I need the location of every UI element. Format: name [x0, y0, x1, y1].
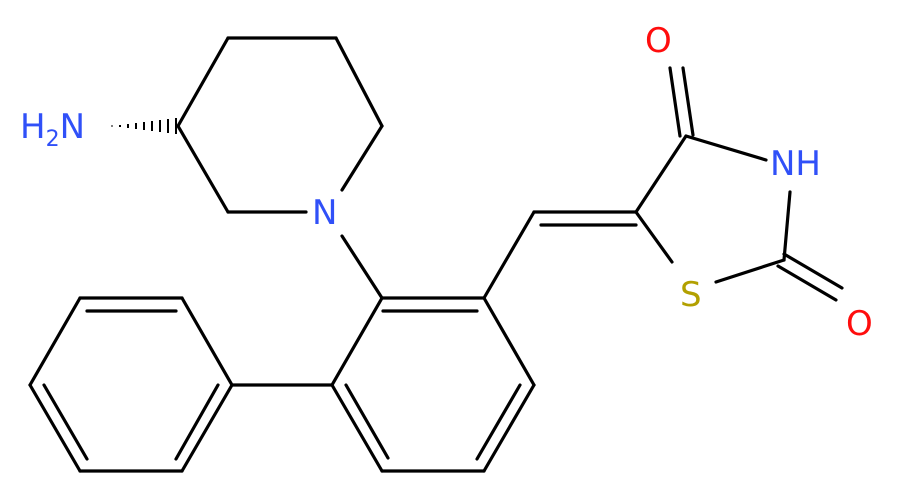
central-benzene-ring: [330, 296, 536, 473]
bond: [782, 252, 844, 290]
bond: [176, 124, 230, 214]
bond: [634, 134, 688, 214]
bond: [180, 296, 234, 387]
bond: [340, 234, 384, 300]
bond: [176, 36, 230, 128]
amino-group-label: H2N: [20, 107, 85, 152]
carbonyl-oxygen-top-label: O: [645, 21, 672, 61]
bond: [28, 296, 82, 387]
bond: [330, 383, 384, 473]
phenyl-ring: [28, 296, 234, 473]
bond: [714, 258, 786, 284]
piperidine-nitrogen-label: N: [312, 193, 337, 233]
bond: [174, 383, 220, 461]
bond: [482, 296, 536, 387]
bond: [344, 383, 390, 460]
bond: [684, 134, 768, 162]
piperidine-ring: [176, 36, 384, 214]
bond: [28, 383, 82, 473]
imide-nh-label: NH: [770, 144, 821, 184]
bond: [482, 210, 536, 300]
carbonyl-oxygen-right-label: O: [846, 304, 873, 344]
bond: [334, 36, 384, 128]
bond: [681, 66, 695, 137]
bond: [180, 383, 234, 473]
bond: [340, 124, 384, 192]
bond: [475, 383, 522, 461]
bond: [42, 383, 89, 461]
bond: [776, 264, 838, 302]
hashed-wedge-bond: [111, 118, 177, 134]
bond: [782, 190, 792, 262]
bond: [668, 66, 682, 138]
bond: [330, 296, 384, 387]
bond: [482, 383, 536, 473]
bond: [634, 210, 674, 264]
thiazolidinedione-ring: [634, 134, 792, 284]
sulfur-label: S: [680, 275, 702, 315]
